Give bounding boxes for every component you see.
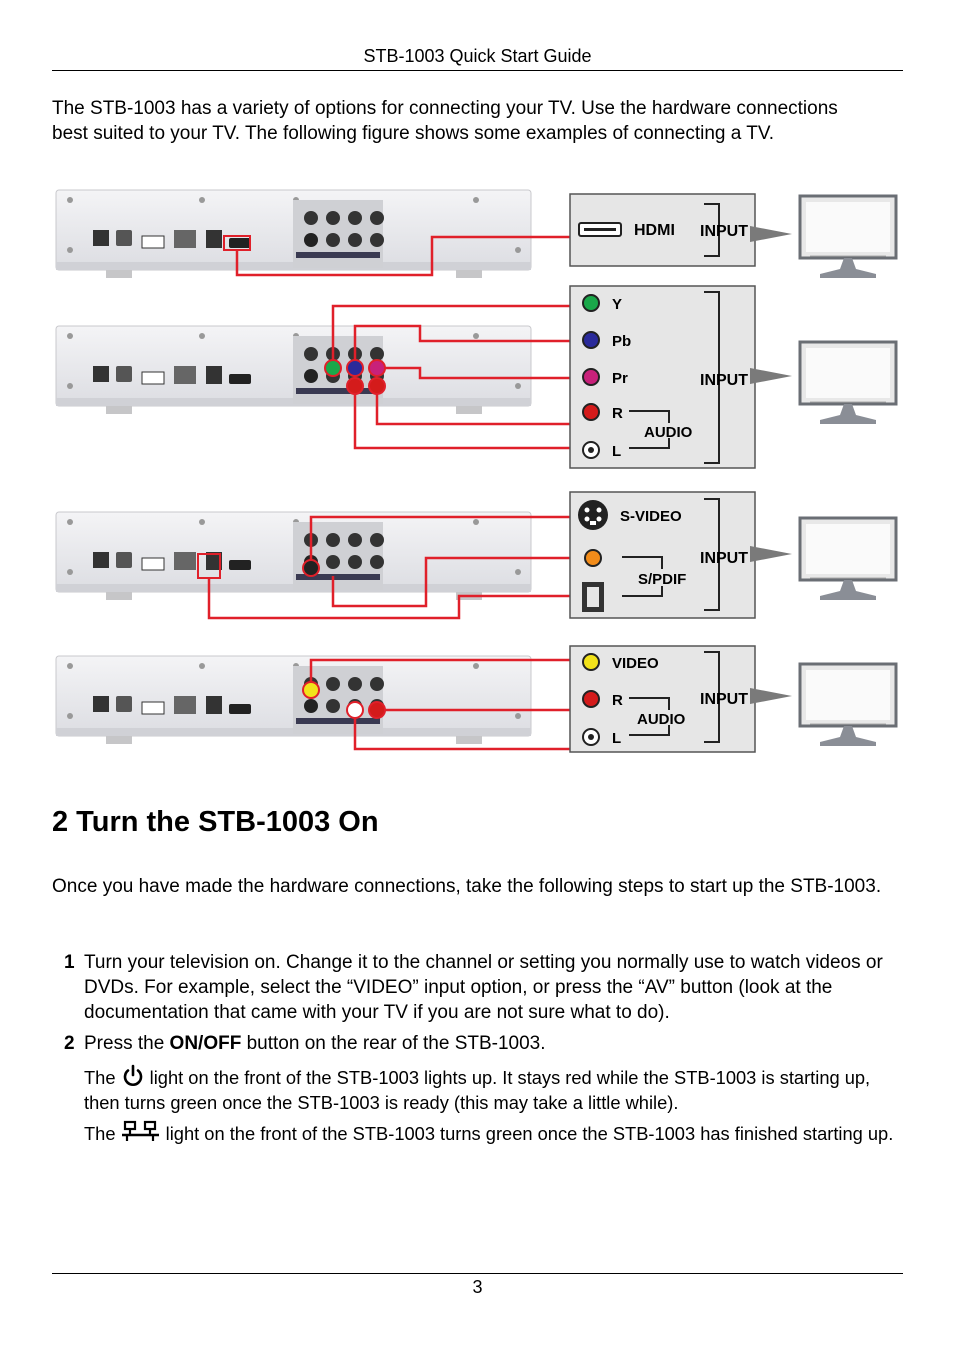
pr-jack-icon [582, 368, 600, 386]
svg-text:L: L [612, 443, 621, 460]
network-light-note: The light on the front of the STB-1003 t… [84, 1120, 899, 1146]
svg-text:VIDEO: VIDEO [612, 655, 659, 672]
svg-text:S/PDIF: S/PDIF [638, 571, 686, 588]
step-text: Press the ON/OFF button on the rear of t… [84, 1033, 546, 1054]
step-text: Turn your television on. Change it to th… [84, 952, 883, 1023]
svg-text:R: R [612, 405, 623, 422]
svideo-jack-icon [578, 500, 608, 530]
svg-text:L: L [612, 730, 621, 747]
network-icon [121, 1120, 159, 1141]
svg-text:INPUT: INPUT [700, 691, 748, 708]
r-jack-icon [582, 403, 600, 421]
header-rule [52, 70, 903, 71]
step-1: 1 Turn your television on. Change it to … [64, 950, 904, 1025]
step-number: 1 [64, 952, 75, 973]
tv-connection-figure: HDMI INPUT Y Pb Pr R L AUDIO INPUT [55, 189, 898, 753]
hdmi-label: HDMI [634, 222, 675, 239]
step-2: 2 Press the ON/OFF button on the rear of… [64, 1031, 904, 1056]
video-jack-icon [582, 653, 600, 671]
svg-text:Y: Y [612, 296, 622, 313]
svg-text:S-VIDEO: S-VIDEO [620, 508, 682, 525]
svg-text:R: R [612, 692, 623, 709]
svg-text:Pr: Pr [612, 370, 628, 387]
input-label-1: INPUT [700, 223, 748, 240]
svg-text:AUDIO: AUDIO [644, 424, 693, 441]
hdmi-connector-icon [578, 222, 622, 237]
r-audio-jack-icon [582, 690, 600, 708]
optical-jack-icon [582, 582, 604, 612]
svg-text:INPUT: INPUT [700, 372, 748, 389]
svg-text:AUDIO: AUDIO [637, 711, 686, 728]
svg-text:INPUT: INPUT [700, 550, 748, 567]
page-header: STB-1003 Quick Start Guide [363, 46, 592, 66]
intro-paragraph: The STB-1003 has a variety of options fo… [52, 98, 838, 144]
y-jack-icon [582, 294, 600, 312]
coax-jack-icon [584, 549, 602, 567]
svg-text:Pb: Pb [612, 333, 631, 350]
step-number: 2 [64, 1033, 75, 1054]
component-input-panel [569, 285, 756, 469]
lead-paragraph: Once you have made the hardware connecti… [52, 876, 882, 897]
power-icon [123, 1064, 142, 1086]
section-heading: 2 Turn the STB-1003 On [52, 806, 379, 838]
power-light-note: The light on the front of the STB-1003 l… [84, 1064, 899, 1115]
on-off-button-name: ON/OFF [169, 1033, 242, 1054]
footer-rule [52, 1273, 903, 1274]
pb-jack-icon [582, 331, 600, 349]
page-number: 3 [472, 1277, 483, 1297]
